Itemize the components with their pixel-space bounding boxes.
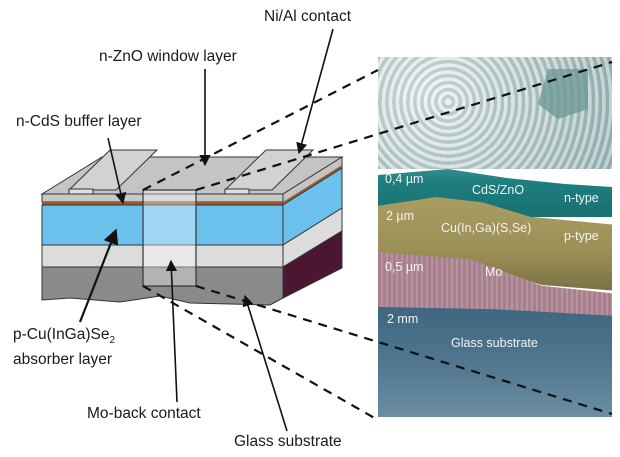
absorber-leader <box>78 228 119 323</box>
ni-al-contact-left <box>67 149 159 196</box>
front-cds-layer <box>42 202 283 205</box>
sem-thickness-top: 0,4 µm <box>385 172 424 186</box>
ni-al-leader <box>296 28 334 155</box>
projection-lines <box>142 60 613 421</box>
sem-p-type-label: p-type <box>564 229 599 243</box>
sem-thickness-mo: 0,5 µm <box>385 260 424 274</box>
glass-leader <box>242 294 288 432</box>
front-absorber-layer <box>41 204 284 246</box>
sem-cds-zno-label: CdS/ZnO <box>472 183 525 197</box>
sem-mo-label: Mo <box>485 265 503 279</box>
label-cds-buffer: n-CdS buffer layer <box>16 113 142 130</box>
sem-thickness-glass: 2 mm <box>387 312 419 326</box>
label-glass-substrate: Glass substrate <box>234 433 342 450</box>
sem-micrograph: 0,4 µm CdS/ZnO n-type 2 µm Cu(In,Ga)(S,S… <box>378 57 612 417</box>
leader-lines <box>78 28 334 432</box>
sem-glass-layer <box>378 307 612 417</box>
sem-glass-label: Glass substrate <box>451 336 538 350</box>
mo-leader <box>165 259 178 403</box>
label-absorber-formula: p-Cu(InGa)Se <box>13 326 110 343</box>
sem-absorber-label: Cu(In,Ga)(S,Se) <box>441 221 532 235</box>
side-glass <box>282 230 343 299</box>
label-ni-al-contact: Ni/Al contact <box>264 8 352 25</box>
side-cds <box>283 165 342 205</box>
cds-leader <box>107 137 127 205</box>
label-absorber-subscript: 2 <box>109 335 116 347</box>
label-zno-window: n-ZnO window layer <box>99 48 237 65</box>
label-absorber-text: absorber layer <box>13 351 113 369</box>
magnified-region <box>142 189 197 287</box>
sem-n-type-label: n-type <box>564 191 599 205</box>
label-absorber: p-Cu(InGa)Se2 absorber layer <box>13 325 115 369</box>
label-mo-back-contact: Mo-back contact <box>87 405 201 422</box>
sem-thickness-absorber: 2 µm <box>386 209 415 223</box>
